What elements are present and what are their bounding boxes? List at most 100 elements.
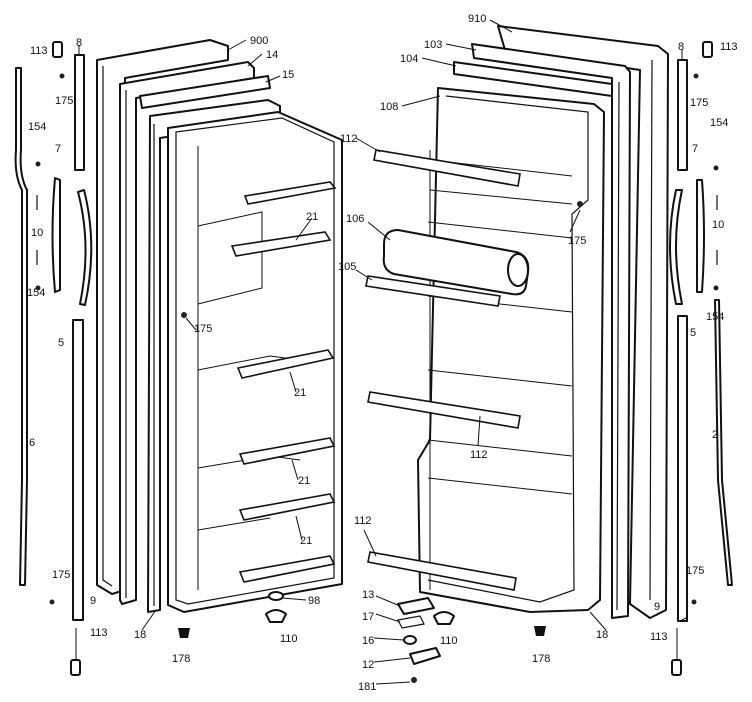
butter-bin-106 bbox=[382, 229, 530, 296]
label-110-right: 110 bbox=[440, 635, 458, 647]
label-113-top-left: 113 bbox=[30, 45, 48, 57]
screw-175-freezer bbox=[181, 312, 187, 318]
label-154-left-2: 154 bbox=[27, 287, 45, 299]
fresh-liner-108 bbox=[417, 87, 605, 613]
screw-181 bbox=[411, 677, 417, 683]
screw-175-left-top bbox=[59, 73, 65, 79]
side-trim-6 bbox=[14, 67, 28, 586]
part-labels: 113 8 175 154 7 10 154 5 6 175 9 113 900… bbox=[27, 13, 738, 693]
fresh-gasket-103 bbox=[471, 43, 631, 619]
handle-7-right bbox=[696, 179, 705, 293]
label-108: 108 bbox=[380, 101, 398, 113]
freezer-breaker-strip-15 bbox=[139, 75, 271, 109]
label-10-left: 10 bbox=[31, 227, 43, 239]
screw-154-left-bottom bbox=[35, 285, 41, 291]
caster-178-right bbox=[534, 626, 546, 636]
label-16: 16 bbox=[362, 635, 374, 647]
caster-178-left bbox=[178, 628, 190, 638]
label-105: 105 bbox=[338, 261, 356, 273]
label-175-center: 175 bbox=[194, 323, 212, 335]
label-18-left: 18 bbox=[134, 629, 146, 641]
left-hinge-parts bbox=[14, 41, 93, 676]
label-103: 103 bbox=[424, 39, 442, 51]
bracket-12 bbox=[409, 647, 441, 665]
screw-175-fresh bbox=[577, 201, 583, 207]
side-trim-2 bbox=[714, 299, 733, 586]
label-5-left: 5 bbox=[58, 337, 64, 349]
cap-113-top-left bbox=[52, 41, 63, 58]
label-113-bottom-left: 113 bbox=[90, 627, 108, 639]
label-104: 104 bbox=[400, 53, 418, 65]
label-21-d: 21 bbox=[300, 535, 312, 547]
label-5-right: 5 bbox=[690, 327, 696, 339]
label-9-left: 9 bbox=[90, 595, 96, 607]
label-14: 14 bbox=[266, 49, 278, 61]
label-9-right: 9 bbox=[654, 601, 660, 613]
label-12: 12 bbox=[362, 659, 374, 671]
label-18-right: 18 bbox=[596, 629, 608, 641]
clip-98 bbox=[268, 591, 284, 601]
cap-113-top-right bbox=[702, 41, 713, 58]
butter-shelf-105 bbox=[365, 275, 501, 307]
label-181: 181 bbox=[358, 681, 376, 693]
washer-16 bbox=[403, 635, 417, 645]
screw-175-left-bottom bbox=[49, 599, 55, 605]
foot-110-right bbox=[433, 611, 455, 625]
fresh-food-door-assembly bbox=[365, 25, 669, 683]
label-7-left: 7 bbox=[55, 143, 61, 155]
hinge-tube-8-top-left bbox=[74, 54, 85, 171]
hinge-tube-8-top-right bbox=[677, 59, 688, 171]
label-21-b: 21 bbox=[294, 387, 306, 399]
label-13: 13 bbox=[362, 589, 374, 601]
freezer-shelves-21 bbox=[230, 181, 337, 583]
handle-7-left bbox=[51, 177, 61, 293]
label-106: 106 bbox=[346, 213, 364, 225]
label-21-a: 21 bbox=[306, 211, 318, 223]
label-154-left-1: 154 bbox=[28, 121, 46, 133]
label-175-right-2: 175 bbox=[690, 97, 708, 109]
label-8-top-right: 8 bbox=[678, 41, 684, 53]
label-178-left: 178 bbox=[172, 653, 190, 665]
label-910: 910 bbox=[468, 13, 486, 25]
label-175-left-2: 175 bbox=[52, 569, 70, 581]
handle-grip-5-right bbox=[669, 189, 683, 305]
hinge-tube-8-bottom-left bbox=[72, 319, 84, 621]
label-113-top-right: 113 bbox=[720, 41, 738, 53]
door-shelves-112 bbox=[367, 149, 521, 591]
label-112-c: 112 bbox=[354, 515, 372, 527]
freezer-door-assembly bbox=[96, 39, 343, 638]
label-2: 2 bbox=[712, 429, 718, 441]
label-178-right: 178 bbox=[532, 653, 550, 665]
right-hinge-parts bbox=[669, 41, 733, 676]
label-7-right: 7 bbox=[692, 143, 698, 155]
shim-17 bbox=[397, 615, 425, 629]
cap-113-bottom-right bbox=[671, 659, 682, 676]
label-175-left-1: 175 bbox=[55, 95, 73, 107]
foot-110-left bbox=[265, 609, 287, 623]
label-8-top-left: 8 bbox=[76, 37, 82, 49]
label-17: 17 bbox=[362, 611, 374, 623]
label-112-a: 112 bbox=[340, 133, 358, 145]
cap-113-bottom-left bbox=[70, 659, 81, 676]
label-21-c: 21 bbox=[298, 475, 310, 487]
handle-grip-5-left bbox=[77, 189, 93, 306]
label-900: 900 bbox=[250, 35, 268, 47]
screw-154-left-top bbox=[35, 161, 41, 167]
label-6: 6 bbox=[29, 437, 35, 449]
screw-175-right-bottom bbox=[691, 599, 697, 605]
screw-154-right-top bbox=[713, 165, 719, 171]
hinge-tube-9-bottom-right bbox=[677, 315, 688, 622]
leader-lines bbox=[141, 19, 687, 685]
plate-13 bbox=[397, 597, 435, 615]
screw-175-right-top bbox=[693, 73, 699, 79]
label-154-right-2: 154 bbox=[706, 311, 724, 323]
label-15: 15 bbox=[282, 69, 294, 81]
label-98: 98 bbox=[308, 595, 320, 607]
label-112-b: 112 bbox=[470, 449, 488, 461]
label-175-right-1: 175 bbox=[568, 235, 586, 247]
label-175-right-3: 175 bbox=[686, 565, 704, 577]
label-110-left: 110 bbox=[280, 633, 298, 645]
label-113-bottom-right: 113 bbox=[650, 631, 668, 643]
label-10-right: 10 bbox=[712, 219, 724, 231]
